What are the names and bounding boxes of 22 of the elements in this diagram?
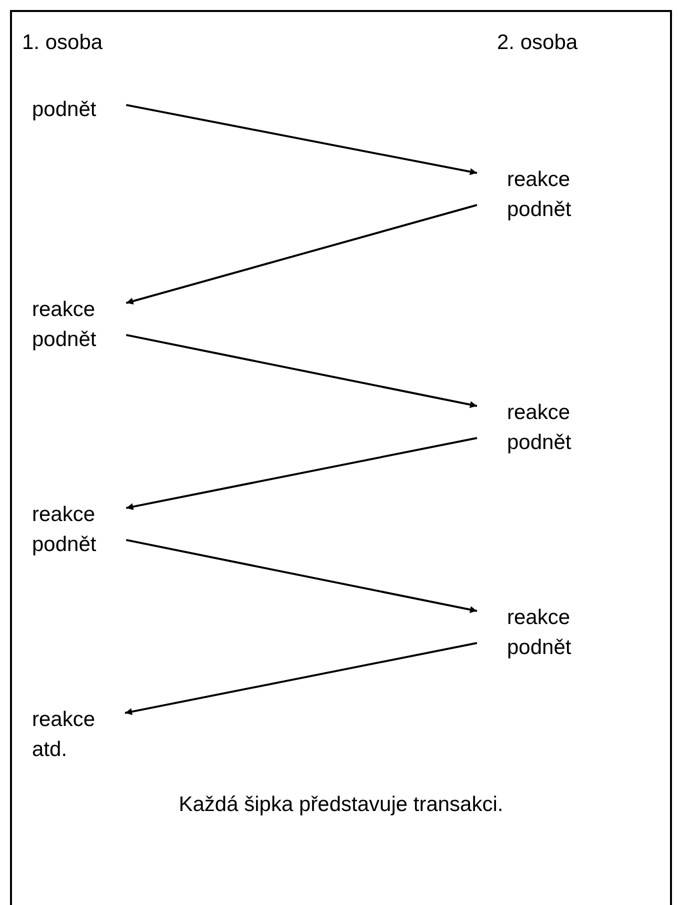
node-text: podnět (32, 532, 96, 558)
node-text: podnět (507, 430, 572, 456)
node-text: podnět (507, 635, 572, 661)
column-heading: 2. osoba (497, 30, 578, 56)
arrow (126, 539, 478, 614)
arrow (126, 104, 478, 176)
node-text: reakce (32, 297, 96, 323)
node-text: reakce (507, 400, 572, 426)
arrow (124, 642, 478, 716)
node-text: podnět (507, 197, 572, 223)
column-heading: 1. osoba (22, 30, 103, 56)
arrow (126, 437, 478, 510)
node-text: podnět (32, 327, 96, 353)
caption: Každá šipka představuje transakci. (178, 793, 504, 817)
arrow (126, 204, 478, 304)
arrow (126, 334, 478, 408)
node-text: reakce (507, 167, 572, 193)
node-text: reakce (32, 502, 96, 528)
node-text: atd. (32, 737, 68, 763)
node-text: reakce (507, 605, 572, 631)
node-text: podnět (32, 97, 96, 123)
node-text: reakce (32, 707, 96, 733)
